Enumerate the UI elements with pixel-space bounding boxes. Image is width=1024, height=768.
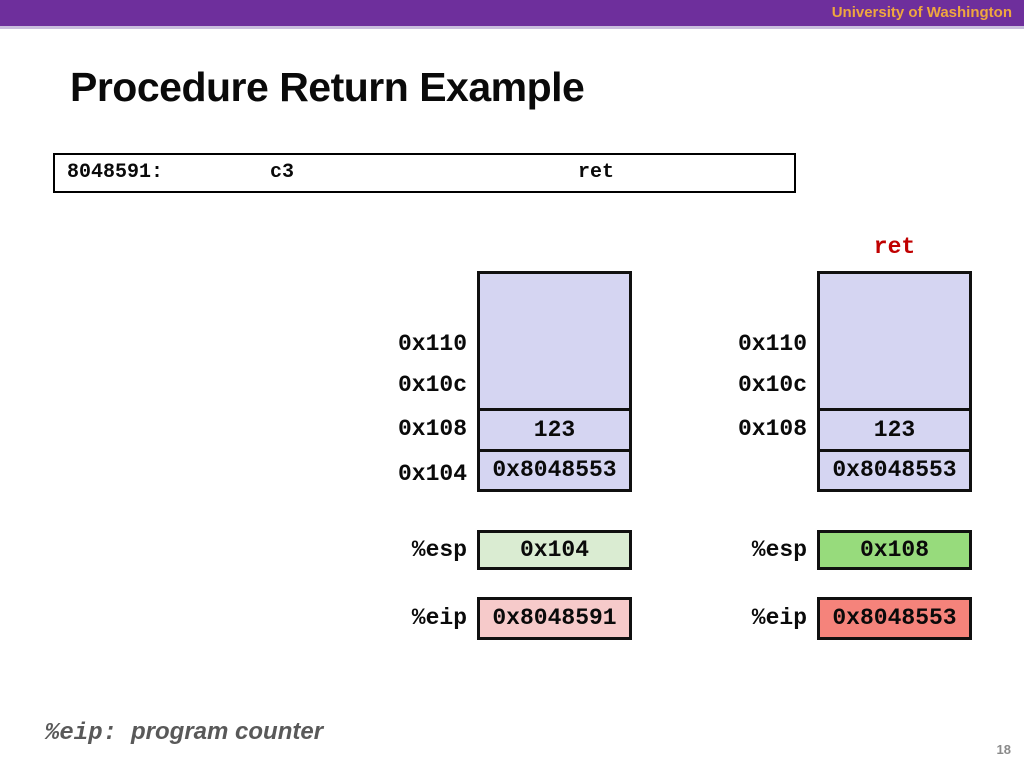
eip-register-label: %eip (411, 605, 467, 631)
register-note-term: %eip: (45, 720, 118, 747)
stack-address-label: 0x110 (737, 331, 807, 357)
eip-register-label: %eip (751, 605, 807, 631)
stack-divider (480, 449, 629, 452)
eip-register-value-box: 0x8048553 (817, 597, 972, 640)
stack-address-label: 0x10c (397, 372, 467, 398)
esp-register-label: %esp (411, 537, 467, 563)
stack-cell: 123 (533, 417, 576, 443)
stack-address-label: 0x110 (397, 331, 467, 357)
register-note: %eip: program counter (45, 718, 323, 747)
ret-annotation: ret (873, 234, 916, 260)
stack-address-label: 0x108 (737, 416, 807, 442)
stack-cell: 0x8048553 (492, 457, 617, 483)
stack-cell: 0x8048553 (832, 457, 957, 483)
instruction-listing-box: 8048591: c3 ret (53, 153, 796, 193)
page-number: 18 (996, 742, 1011, 757)
stack-divider (820, 449, 969, 452)
stack-cell: 123 (873, 417, 916, 443)
register-note-description: program counter (131, 718, 324, 745)
esp-register-value-box: 0x104 (477, 530, 632, 570)
stack-address-label: 0x108 (397, 416, 467, 442)
stack-divider (820, 408, 969, 411)
esp-register-value-box: 0x108 (817, 530, 972, 570)
stack-address-label: 0x10c (737, 372, 807, 398)
eip-register-value-box: 0x8048591 (477, 597, 632, 640)
esp-register-label: %esp (751, 537, 807, 563)
page-title: Procedure Return Example (70, 64, 585, 110)
stack-box: 123 0x8048553 (477, 271, 632, 492)
instruction-bytes: c3 (270, 161, 295, 184)
stack-box: 123 0x8048553 (817, 271, 972, 492)
institution-name: University of Washington (831, 4, 1012, 21)
instruction-address: 8048591: (67, 161, 164, 184)
stack-divider (480, 408, 629, 411)
header-bar: University of Washington (0, 0, 1024, 29)
stack-address-label: 0x104 (397, 461, 467, 487)
instruction-mnemonic: ret (578, 161, 615, 184)
